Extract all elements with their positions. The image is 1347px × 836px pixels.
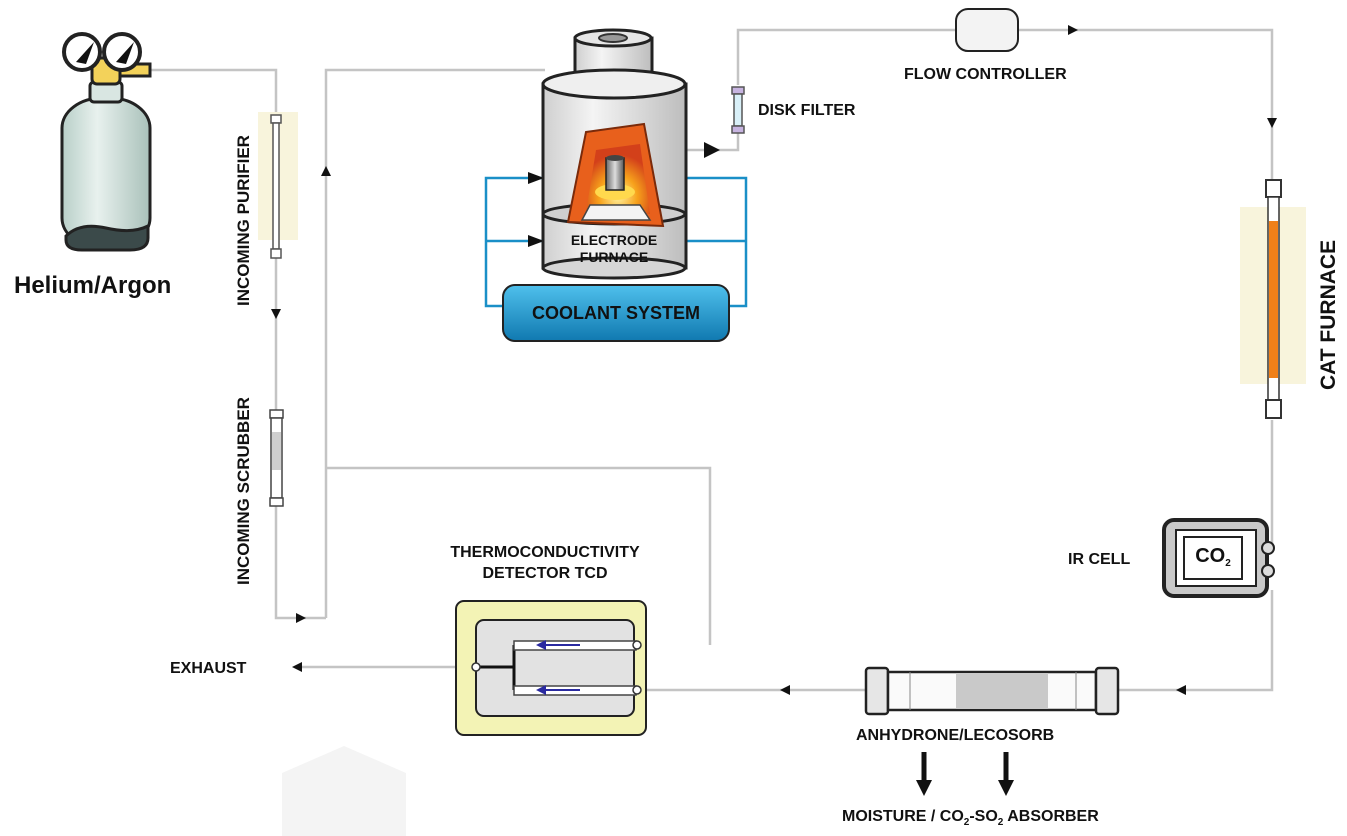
anhydrone-label: ANHYDRONE/LECOSORB [856, 727, 1055, 744]
scrubber-fill [272, 432, 281, 470]
line-scrubber-to-riser [274, 505, 326, 620]
anhydrone-cap-left [864, 666, 890, 716]
exhaust-label: EXHAUST [170, 660, 247, 677]
line-ir-to-anhydrone [1118, 590, 1274, 692]
incoming-purifier [258, 112, 298, 259]
crucible-glow [595, 184, 635, 200]
incoming-purifier-label: INCOMING PURIFIER [234, 135, 253, 306]
tank-base [64, 223, 150, 252]
flow-controller-label: FLOW CONTROLLER [904, 66, 1067, 83]
line-furnace-to-filter [686, 130, 740, 152]
purifier-bottom-cap [270, 248, 282, 259]
anhydrone-fill [956, 673, 1048, 709]
line-flow-to-cat [1018, 28, 1274, 180]
arrow-left-8 [1176, 685, 1186, 695]
anhydrone-cap-right [1094, 666, 1120, 716]
arrow-right-6 [1068, 25, 1078, 35]
scrubber-bottom-cap [269, 497, 284, 507]
arrow-down-2 [271, 309, 281, 319]
cat-bottom-cap [1265, 399, 1282, 419]
gas-tank [60, 32, 152, 252]
tcd-port-out [471, 662, 481, 672]
disk-filter [731, 86, 745, 134]
ir-cell-gas-sub: 2 [1225, 558, 1231, 569]
disk-filter-label: DISK FILTER [758, 102, 856, 119]
furnace-top-hole [598, 33, 628, 43]
crucible-top [606, 155, 624, 161]
cat-furnace-label: CAT FURNACE [1317, 239, 1340, 390]
electrode-furnace-label-1: ELECTRODE [570, 232, 658, 248]
incoming-scrubber-label: INCOMING SCRUBBER [234, 397, 253, 585]
gauge-left-icon [62, 32, 102, 72]
tcd-port-top [632, 640, 642, 650]
ir-cell-window [1183, 536, 1243, 580]
filter-top [731, 86, 745, 95]
tcd-port-bottom [632, 685, 642, 695]
coolant-lines [484, 176, 748, 308]
arrow-down-7 [1267, 118, 1277, 128]
absorber-sub1: 2 [963, 817, 970, 828]
incoming-scrubber [269, 409, 284, 507]
arrow-left-9 [780, 685, 790, 695]
arrow-up-4 [321, 166, 331, 176]
coolant-system-label: COOLANT SYSTEM [531, 303, 700, 323]
line-filter-to-flow [736, 28, 956, 85]
gauge-right-icon [102, 32, 142, 72]
tank-body [60, 96, 152, 250]
absorber-label: MOISTURE / CO2-SO2 ABSORBER [842, 808, 1099, 828]
scrubber-top-cap [269, 409, 284, 419]
electrode-furnace [484, 28, 748, 308]
coolant-arrow-2 [528, 235, 544, 247]
ir-cell-gas-main: CO [1195, 545, 1226, 567]
furnace-pedestal [580, 204, 652, 221]
absorber-arrow-1-head [916, 780, 932, 796]
furnace-lower-bottom [541, 256, 687, 280]
ir-cell-gas-label: CO2 [1184, 545, 1242, 569]
gas-source-label: Helium/Argon [14, 272, 172, 299]
electrode-furnace-label-2: FURNACE [579, 249, 649, 265]
anhydrone-tube [864, 666, 1120, 796]
absorber-sub2: 2 [997, 817, 1004, 828]
absorber-part2: -SO [969, 808, 998, 825]
filter-bottom [731, 125, 745, 134]
tcd-arrow-top-head [536, 640, 546, 650]
flow-arrows [271, 25, 1277, 695]
flow-controller-box [955, 8, 1019, 52]
tcd-arrow-bottom-head [536, 685, 546, 695]
line-tcd-to-riser [326, 466, 712, 645]
line-tank-to-purifier [150, 68, 278, 115]
purifier-top-cap [270, 114, 282, 124]
absorber-arrow-2-head [998, 780, 1014, 796]
tcd-label-1: THERMOCONDUCTIVITY [450, 544, 640, 561]
purifier-tube [272, 122, 280, 250]
gauge-right-needle [116, 42, 134, 64]
watermark-shape [282, 746, 406, 836]
cat-heater [1269, 221, 1278, 378]
crucible-icon [605, 157, 625, 191]
coolant-arrow-1 [528, 172, 544, 184]
line-riser [324, 68, 545, 618]
ir-cell [1162, 518, 1275, 598]
gas-lines [150, 28, 1274, 692]
furnace-body-top [541, 68, 687, 100]
ir-cell-port-top [1261, 541, 1275, 555]
absorber-part1: MOISTURE / CO [842, 808, 964, 825]
cat-furnace [1240, 179, 1306, 419]
tcd-label-2: DETECTOR TCD [482, 565, 608, 582]
arrow-left-exhaust [292, 662, 302, 672]
ir-cell-port-bottom [1261, 564, 1275, 578]
ir-cell-label: IR CELL [1068, 551, 1131, 568]
absorber-part3: ABSORBER [1003, 808, 1099, 825]
filter-body [733, 93, 743, 127]
gauge-left-needle [76, 42, 94, 64]
tcd-detector [455, 600, 647, 736]
arrow-right-5 [704, 142, 720, 158]
arrow-right-3 [296, 613, 306, 623]
cat-top-cap [1265, 179, 1282, 198]
coolant-system-box [502, 284, 730, 342]
